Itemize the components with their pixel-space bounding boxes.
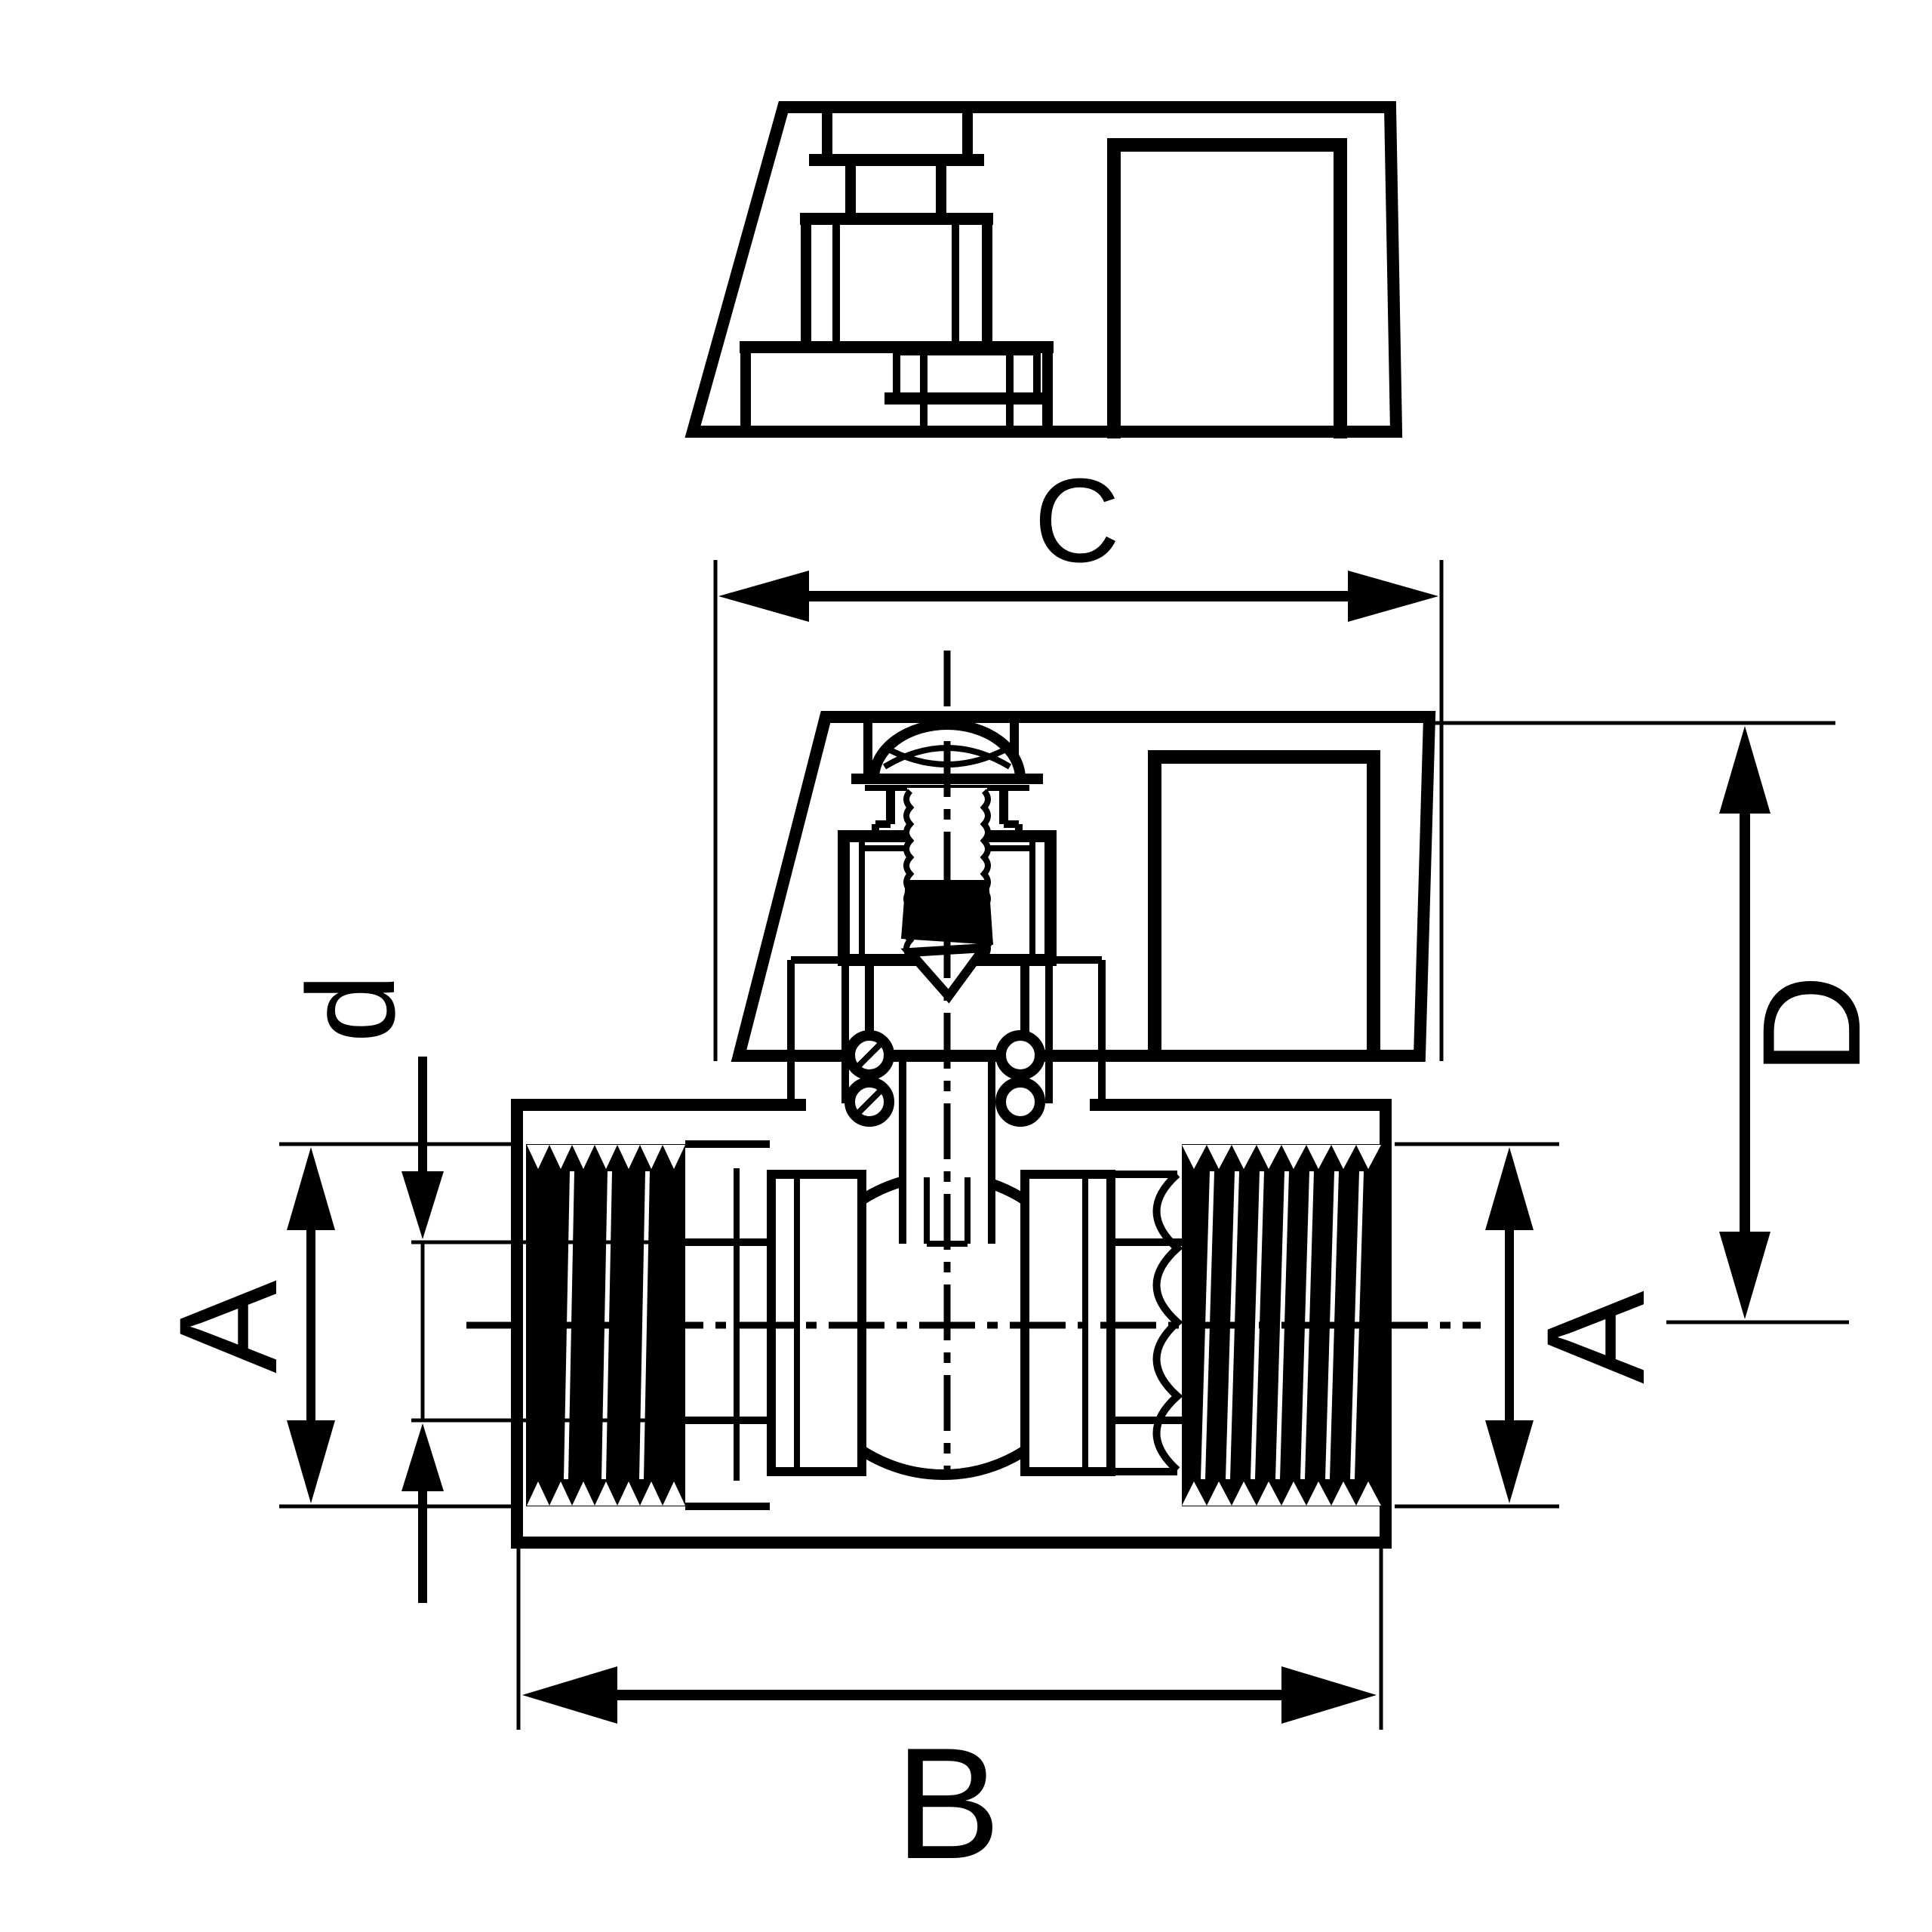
dimension-label-b: B	[895, 1715, 1001, 1892]
stem-nut-block	[901, 880, 993, 945]
dim-A-left: A	[151, 1142, 516, 1509]
dimension-label-a-left: A	[151, 1280, 306, 1374]
left-port-walls	[685, 1140, 770, 1510]
handle-outline	[731, 711, 1436, 1062]
o-ring	[995, 1030, 1045, 1080]
dim-d-bore: d	[281, 974, 738, 1603]
handle-cutout-top-view	[1107, 138, 1347, 438]
dimension-label-a-right: A	[1518, 1291, 1674, 1384]
dim-A-right-extension-lines	[1395, 1142, 1559, 1509]
dimension-label-c: C	[1034, 454, 1120, 587]
dim-C-extension-lines	[713, 560, 1444, 1061]
handle-cutout	[1148, 750, 1380, 1062]
dim-C: C	[713, 454, 1444, 1061]
handle-base-top-view	[740, 341, 1054, 432]
left-bore-lines	[685, 1238, 771, 1424]
dim-D: D	[1432, 721, 1890, 1324]
o-ring	[995, 1077, 1045, 1127]
right-bore-lines	[1111, 1238, 1182, 1424]
dim-B-extension-lines	[516, 1549, 1383, 1730]
dim-B: B	[516, 1549, 1383, 1892]
handle-section	[731, 711, 1436, 1103]
dim-A-right: A	[1395, 1142, 1674, 1509]
handle-mount-flange	[787, 956, 1106, 1103]
body-outline	[511, 1099, 1392, 1549]
dimension-label-d-upper: D	[1734, 974, 1890, 1075]
valve-body	[511, 1057, 1392, 1549]
dim-A-left-extension-lines	[279, 1142, 516, 1509]
handle-top-outline	[685, 101, 1403, 438]
dim-d-extension-lines	[411, 1240, 738, 1423]
upper-neck	[886, 788, 1008, 824]
dim-D-extension-lines	[1432, 721, 1849, 1324]
dimension-label-d-bore: d	[281, 974, 420, 1043]
o-rings	[844, 1030, 1045, 1127]
top-view	[685, 101, 1403, 438]
section-view: C D A d A	[151, 454, 1890, 1892]
stem-boss-top-view	[800, 110, 993, 347]
